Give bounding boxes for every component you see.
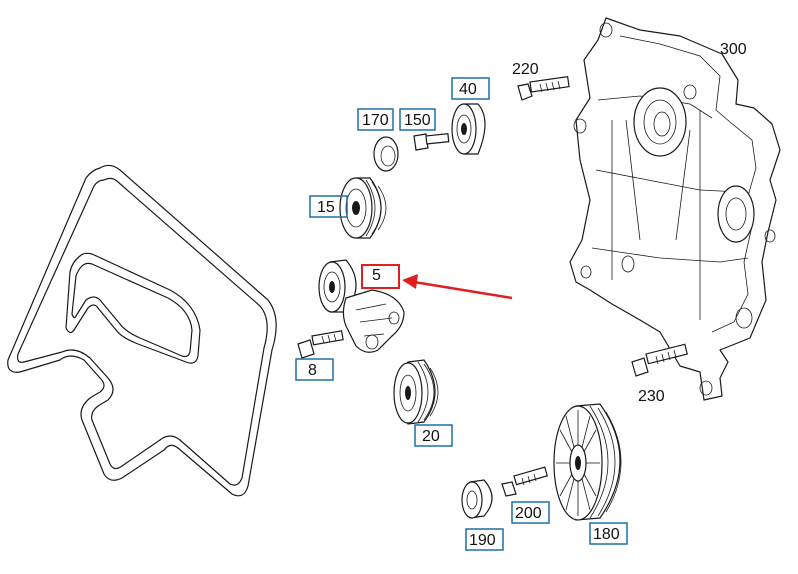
cover-cap-170 xyxy=(373,136,399,172)
callout-40: 40 xyxy=(451,77,490,100)
callout-190: 190 xyxy=(465,528,504,551)
idler-pulley-40 xyxy=(451,103,486,155)
svg-text:5: 5 xyxy=(372,267,381,284)
label-300: 300 xyxy=(720,41,747,58)
callout-15: 15 xyxy=(309,195,348,218)
callout-170: 170 xyxy=(357,108,394,131)
svg-text:190: 190 xyxy=(469,532,496,549)
large-pulley-180 xyxy=(553,403,622,521)
callout-200: 200 xyxy=(511,501,550,524)
callout-5-highlighted: 5 xyxy=(361,264,400,289)
belt-tensioner-5 xyxy=(318,259,405,353)
callout-20: 20 xyxy=(414,424,453,447)
svg-text:150: 150 xyxy=(404,112,431,129)
grooved-pulley-15 xyxy=(339,177,387,239)
bolt-200 xyxy=(501,466,548,497)
callout-8: 8 xyxy=(295,358,334,381)
callout-150: 150 xyxy=(399,108,436,131)
timing-cover-housing xyxy=(569,17,781,401)
cover-cap-190 xyxy=(461,479,493,519)
svg-text:170: 170 xyxy=(362,112,389,129)
grooved-pulley-20 xyxy=(393,359,439,425)
svg-text:15: 15 xyxy=(317,199,335,216)
svg-text:200: 200 xyxy=(515,505,542,522)
bolt-150 xyxy=(413,133,450,151)
label-220: 220 xyxy=(512,61,539,78)
svg-text:8: 8 xyxy=(308,362,317,379)
highlight-arrow xyxy=(402,274,513,300)
svg-text:180: 180 xyxy=(593,526,620,543)
label-230: 230 xyxy=(638,388,665,405)
callout-180: 180 xyxy=(589,522,628,545)
poly-v-belt xyxy=(7,164,277,497)
bolt-230 xyxy=(631,343,688,377)
bolt-220 xyxy=(517,76,570,101)
bolt-8 xyxy=(297,330,344,359)
svg-text:20: 20 xyxy=(422,428,440,445)
svg-text:40: 40 xyxy=(459,81,477,98)
